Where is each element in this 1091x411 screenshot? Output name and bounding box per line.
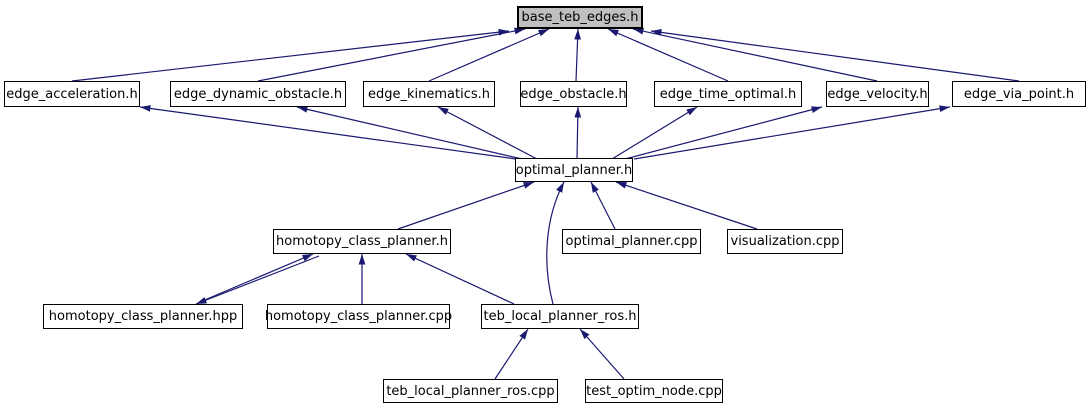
graph-node-optimal_planner_cpp[interactable]: optimal_planner.cpp [562,229,701,254]
edge-edge_via_point_h-to-base_teb_edges_h [650,29,1020,82]
edge-homotopy_class_planner_h-to-homotopy_class_planner_hpp [195,255,320,305]
graph-node-base_teb_edges_h[interactable]: base_teb_edges.h [517,6,643,29]
edge-optimal_planner_h-to-edge_time_optimal_h [611,106,698,160]
graph-node-homotopy_class_planner_hpp[interactable]: homotopy_class_planner.hpp [43,304,243,329]
edge-optimal_planner_h-to-edge_via_point_h [633,105,951,160]
graph-node-test_optim_node_cpp[interactable]: test_optim_node.cpp [585,379,723,403]
edge-homotopy_class_planner_hpp-to-homotopy_class_planner_h [199,253,314,303]
graph-node-edge_time_optimal_h[interactable]: edge_time_optimal.h [654,81,802,107]
edge-group [71,27,1020,380]
edge-homotopy_class_planner_h-to-optimal_planner_h [397,181,535,230]
edge-visualization_cpp-to-optimal_planner_h [615,181,758,230]
edge-teb_local_planner_ros_cpp-to-teb_local_planner_ros_h [494,328,529,380]
graph-node-edge_velocity_h[interactable]: edge_velocity.h [826,81,929,107]
graph-node-visualization_cpp[interactable]: visualization.cpp [727,229,843,254]
edge-edge_kinematics_h-to-base_teb_edges_h [428,28,550,82]
graph-node-homotopy_class_planner_cpp[interactable]: homotopy_class_planner.cpp [265,304,452,329]
edge-optimal_planner_h-to-edge_dynamic_obstacle_h [296,106,523,160]
edge-edge_obstacle_h-to-base_teb_edges_h [574,28,581,82]
graph-node-edge_dynamic_obstacle_h[interactable]: edge_dynamic_obstacle.h [170,81,346,107]
edge-edge_velocity_h-to-base_teb_edges_h [632,27,878,82]
graph-node-homotopy_class_planner_h[interactable]: homotopy_class_planner.h [273,229,451,254]
graph-node-edge_obstacle_h[interactable]: edge_obstacle.h [520,81,627,107]
edge-edge_dynamic_obstacle_h-to-base_teb_edges_h [257,27,526,82]
edge-test_optim_node_cpp-to-teb_local_planner_ros_h [579,328,625,380]
edge-teb_local_planner_ros_h-to-optimal_planner_h [546,181,565,305]
edge-optimal_planner_cpp-to-optimal_planner_h [590,181,616,230]
edge-edge_time_optimal_h-to-base_teb_edges_h [607,28,729,82]
edge-optimal_planner_h-to-edge_kinematics_h [437,106,538,160]
graph-node-edge_acceleration_h[interactable]: edge_acceleration.h [4,81,140,107]
edge-optimal_planner_h-to-edge_acceleration_h [139,105,517,160]
graph-node-edge_via_point_h[interactable]: edge_via_point.h [952,81,1086,107]
graph-node-teb_local_planner_ros_h[interactable]: teb_local_planner_ros.h [481,304,639,329]
edge-edge_acceleration_h-to-base_teb_edges_h [71,28,510,82]
graph-node-edge_kinematics_h[interactable]: edge_kinematics.h [363,81,495,107]
graph-node-optimal_planner_h[interactable]: optimal_planner.h [515,158,633,182]
edge-optimal_planner_h-to-edge_velocity_h [624,106,823,160]
graph-node-teb_local_planner_ros_cpp[interactable]: teb_local_planner_ros.cpp [383,379,558,403]
edge-teb_local_planner_ros_h-to-homotopy_class_planner_h [405,253,515,305]
edge-optimal_planner_h-to-edge_obstacle_h [574,106,582,159]
